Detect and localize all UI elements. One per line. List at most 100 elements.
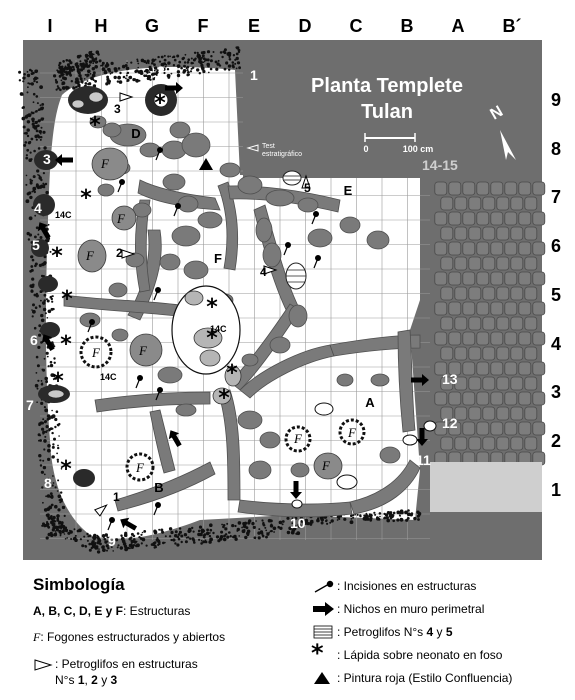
petroglyph-5-stone <box>282 170 302 186</box>
niche-number-12: 12 <box>442 415 458 431</box>
legend-niches: : Nichos en muro perimetral <box>337 602 485 616</box>
incision-marker <box>155 147 163 161</box>
asterisk-marker: * <box>52 369 64 394</box>
legend-petroglyphs-line2: N°s 1, 2 y 3 <box>55 673 117 687</box>
asterisk-marker: * <box>80 186 92 211</box>
asterisk-marker: * <box>206 326 218 351</box>
legend-incisions: : Incisiones en estructuras <box>337 579 477 593</box>
legend-hearths-letter: F <box>33 630 41 644</box>
niche-number-14-15: 14-15 <box>422 157 458 173</box>
open-hearth-rings <box>79 335 366 482</box>
hearth-stones <box>77 147 343 480</box>
petroglyph-number-1: 1 <box>113 490 120 504</box>
map-title-line2: Tulan <box>361 101 413 123</box>
niche-arrow <box>165 82 183 94</box>
pit-stone <box>199 349 221 367</box>
hearth-label: F <box>347 425 357 440</box>
niche-stone <box>47 389 65 399</box>
perimeter-dots <box>18 46 422 554</box>
niche-number-6: 6 <box>30 332 38 348</box>
test-arrow-icon <box>246 144 259 152</box>
niche-arrow <box>411 374 429 386</box>
legend-petro-sep1: , <box>84 673 92 687</box>
incision-marker <box>87 319 95 333</box>
legend-lapida: : Lápida sobre neonato en foso <box>337 648 503 662</box>
row-label: 7 <box>551 187 561 207</box>
scattered-stones <box>79 115 401 480</box>
niche-arrow <box>120 517 138 531</box>
hearth-label: F <box>116 211 126 226</box>
pit-stone <box>224 365 242 387</box>
asterisk-marker: * <box>154 91 166 116</box>
niche-2-center <box>153 92 169 108</box>
asterisk-marker: * <box>89 113 101 138</box>
white-stones <box>291 402 437 509</box>
petroglyph-number-5: 5 <box>304 181 311 195</box>
incision-marker <box>155 387 163 401</box>
row-label: 9 <box>551 90 561 110</box>
incision-marker <box>153 502 161 516</box>
structure-label-a: A <box>365 395 375 410</box>
red-paint-icon <box>199 158 213 170</box>
row-label: 6 <box>551 236 561 256</box>
structure-label-f: F <box>214 251 222 266</box>
c14-label: 14C <box>55 210 72 220</box>
incision-marker <box>117 179 125 193</box>
niche-number-2: 2 <box>157 63 165 79</box>
incision-marker <box>283 242 291 256</box>
incision-icon <box>314 580 334 593</box>
niche-stone <box>71 99 85 109</box>
niche-number-5: 5 <box>32 237 40 253</box>
test-label-2: estratigráfico <box>262 151 302 158</box>
niche-number-10: 10 <box>290 515 306 531</box>
hearth-label: F <box>135 460 145 475</box>
column-label: I <box>47 16 52 36</box>
legend-hearths: F: Fogones estructurados y abiertos <box>33 630 225 645</box>
row-label: 2 <box>551 431 561 451</box>
petroglyph-number-3: 3 <box>114 102 121 116</box>
niche-arrow <box>416 428 428 446</box>
row-label: 4 <box>551 334 561 354</box>
petroglyph-markers <box>94 92 311 517</box>
niche-number-7: 7 <box>26 397 34 413</box>
asterisk-marker: * <box>60 332 72 357</box>
petroglyph-4-stone <box>285 262 307 290</box>
asterisk-marker: * <box>206 295 218 320</box>
niche-arrow <box>55 154 73 166</box>
legend-structures: A, B, C, D, E y F: Estructuras <box>33 604 190 618</box>
niche-stone <box>88 91 104 103</box>
incision-marker <box>107 517 115 531</box>
incision-marker <box>173 203 181 217</box>
hearth-label: F <box>100 156 110 171</box>
pit-stone <box>184 290 204 306</box>
structure-label-e: E <box>344 183 353 198</box>
hearth-label: F <box>91 345 101 360</box>
hearth-label: F <box>293 431 303 446</box>
structure-label-d: D <box>131 126 140 141</box>
legend-hearths-text: : Fogones estructurados y abiertos <box>40 630 226 644</box>
hearth-label: F <box>85 248 95 263</box>
niche-arrow <box>290 481 302 499</box>
column-label: G <box>145 16 159 36</box>
petroglyph-number-4: 4 <box>260 265 267 279</box>
niche-number-4: 4 <box>34 200 42 216</box>
column-label: B <box>401 16 414 36</box>
scale-start-label: 0 <box>363 144 368 154</box>
legend-petroglyphs-45: : Petroglifos N°s 4 y 5 <box>337 625 453 639</box>
column-label: A <box>452 16 465 36</box>
legend-petro-n2: 2 <box>91 673 98 687</box>
c14-label: 14C <box>100 372 117 382</box>
legend-petro-n1: 1 <box>77 673 85 687</box>
pit-stone <box>193 327 223 349</box>
red-paint-legend-icon <box>314 672 330 684</box>
test-label-1: Test <box>262 143 275 150</box>
asterisk-marker: * <box>218 386 230 411</box>
niche-number-9: 9 <box>108 533 116 549</box>
incision-marker <box>153 287 161 301</box>
legend-petro45-pre: : Petroglifos N°s <box>337 625 427 639</box>
legend-structures-letters: A, B, C, D, E y F <box>33 604 124 618</box>
